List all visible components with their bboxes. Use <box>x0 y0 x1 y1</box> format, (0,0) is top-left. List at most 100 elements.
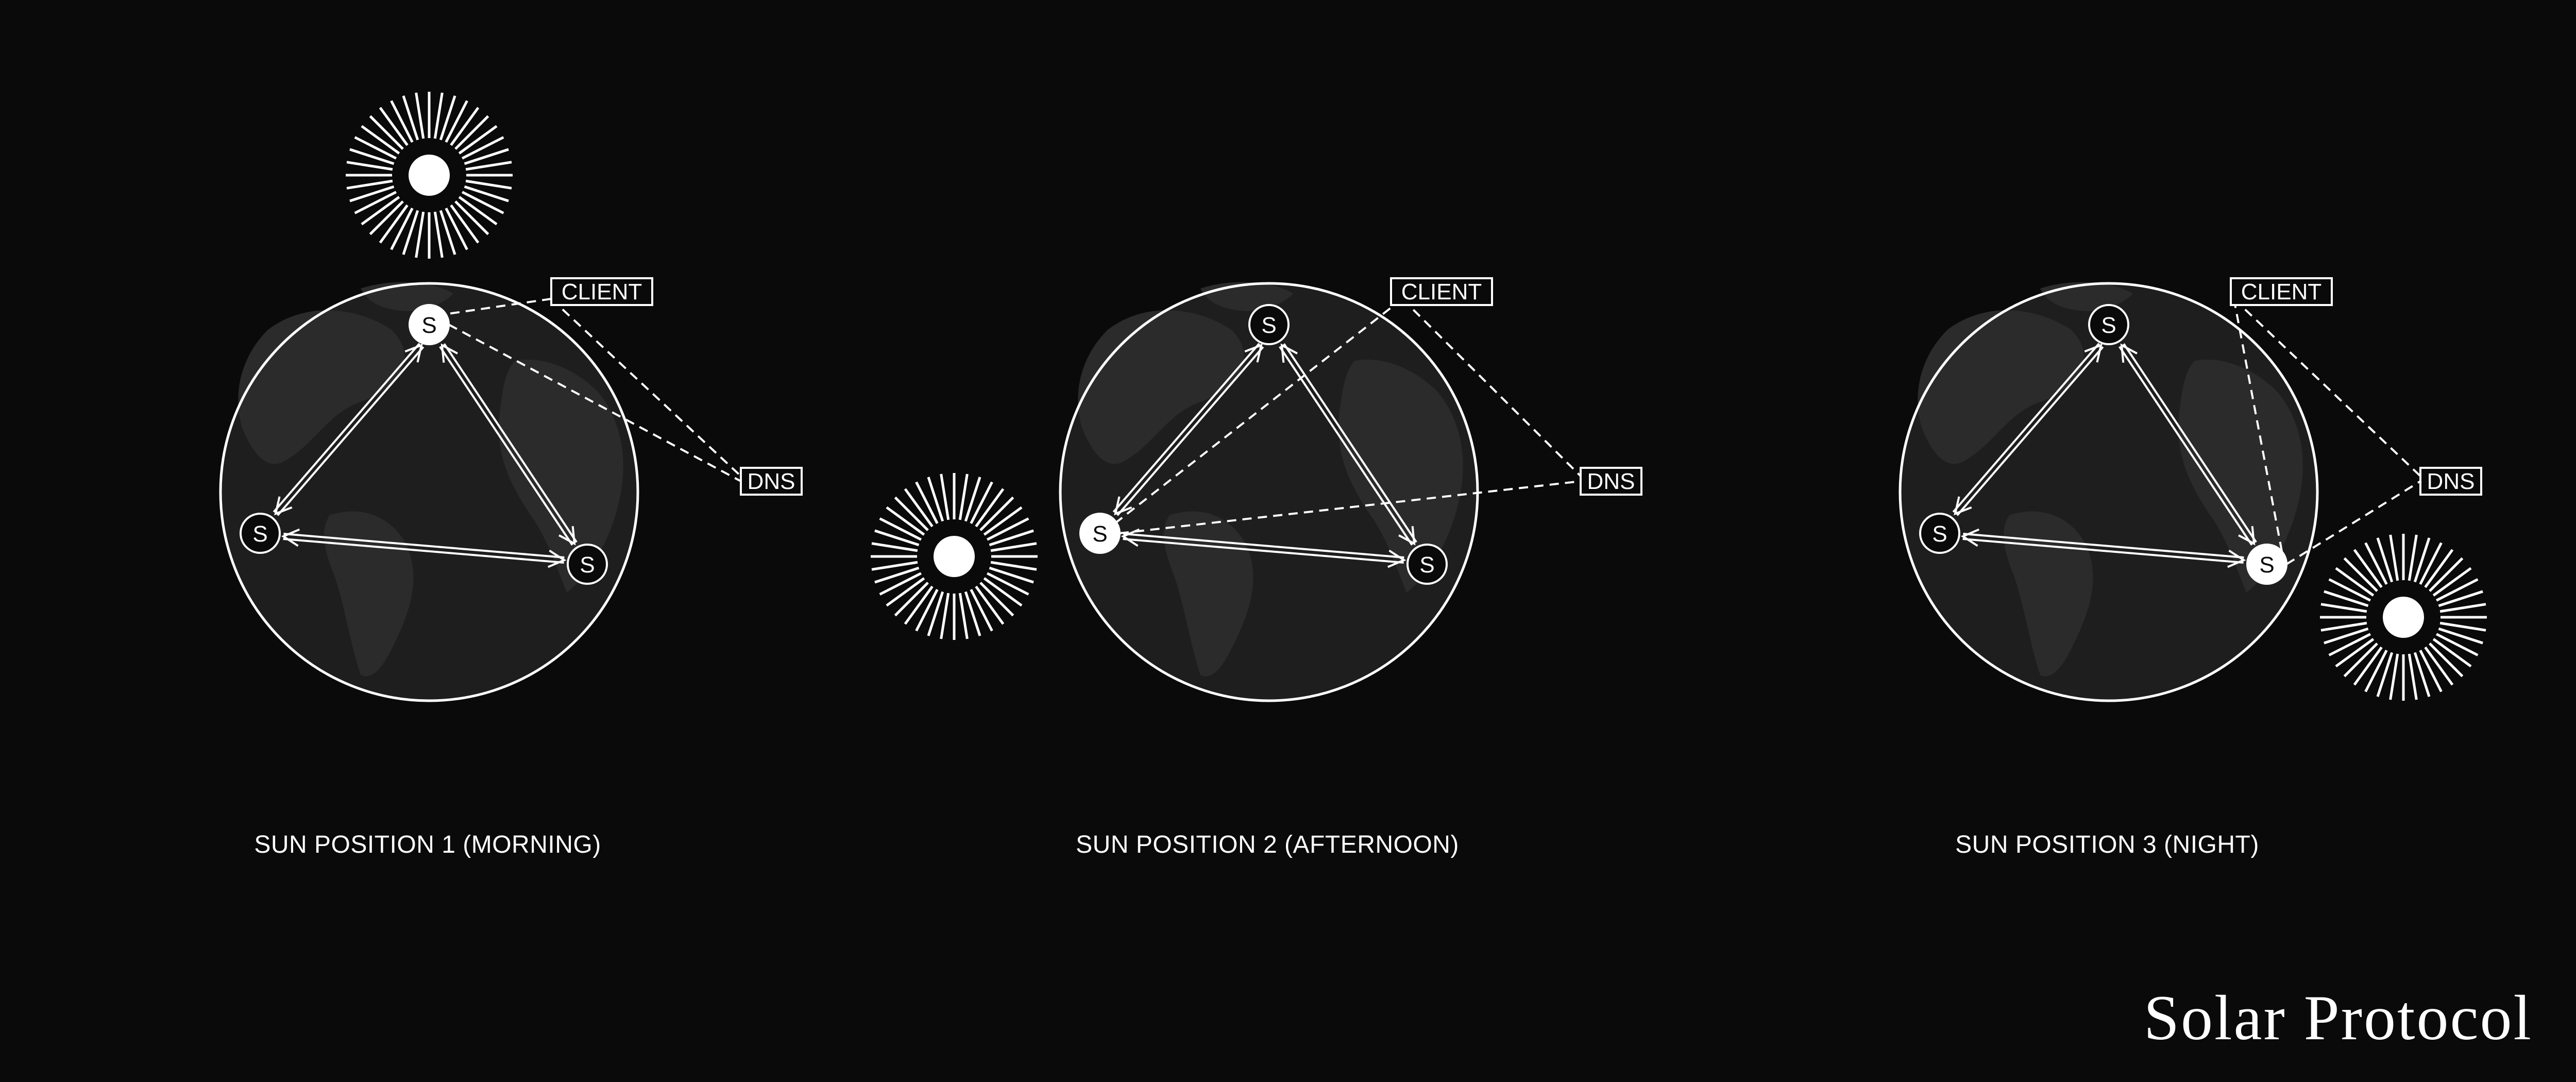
sun-ray <box>439 210 456 255</box>
link-line <box>1112 343 1260 513</box>
link-line <box>443 343 578 543</box>
panel-3-globe <box>1899 282 2319 702</box>
sun-ray <box>927 477 944 522</box>
link-arrowhead <box>1398 526 1416 546</box>
link-left-right <box>1960 528 2246 568</box>
sun-ray <box>346 161 393 171</box>
sun-ray <box>2320 621 2367 632</box>
sun-ray <box>2429 643 2464 678</box>
sun-ray <box>2419 542 2443 585</box>
link-arrowhead <box>404 343 423 363</box>
sun-ray <box>2328 633 2371 656</box>
link-line <box>1952 343 2100 513</box>
client-label-frame <box>2230 277 2333 306</box>
sun-ray <box>2328 578 2371 602</box>
sun-ray <box>462 136 504 160</box>
server-top: S <box>409 304 450 345</box>
server-node <box>2246 544 2287 585</box>
sun-ray <box>2324 627 2369 645</box>
south-america-shape <box>2004 511 2093 677</box>
sun-ray <box>886 506 925 536</box>
server-left: S <box>1079 513 1121 554</box>
sun-ray <box>2436 633 2479 656</box>
dns-to-active-server <box>2285 480 2421 565</box>
sun-ray <box>975 488 1005 528</box>
link-arrowhead <box>1280 343 1298 363</box>
link-line <box>1123 533 1404 559</box>
link-arrowhead <box>1244 343 1263 363</box>
sun-ray <box>940 593 950 639</box>
globe-outline <box>219 282 639 702</box>
sun-ray <box>464 148 509 165</box>
client-to-server <box>444 298 552 315</box>
client-to-dns <box>1401 298 1582 477</box>
panel-2-globe <box>1059 282 1479 702</box>
globe-outline <box>1899 282 2319 702</box>
sun-ray <box>2438 627 2483 645</box>
server-right: S <box>1406 544 1448 585</box>
link-left-right <box>281 528 567 568</box>
link-top-right <box>1279 343 1417 546</box>
sun-ray <box>379 107 409 146</box>
server-top: S <box>1248 304 1290 345</box>
sun-ray <box>871 561 918 571</box>
link-line <box>1283 343 1417 543</box>
sun-ray <box>886 577 925 607</box>
dns-label-frame <box>1580 467 1642 496</box>
server-label: S <box>2101 313 2116 338</box>
sun-ray <box>454 200 489 235</box>
dns-to-active-server <box>1119 480 1581 534</box>
sun-ray <box>879 517 922 541</box>
link-arrowhead <box>547 549 567 568</box>
sun-icon <box>346 92 513 259</box>
sun-ray <box>915 481 939 524</box>
sun-ray <box>465 179 512 190</box>
server-node <box>409 304 450 345</box>
server-node <box>567 544 608 585</box>
link-top-left <box>1952 343 2104 516</box>
sun-ray <box>2408 534 2418 581</box>
link-line <box>1963 533 2244 559</box>
client-to-dns <box>550 298 742 477</box>
sun-ray <box>990 542 1037 552</box>
sun-ray <box>2364 542 2388 585</box>
sun-ray <box>2424 646 2454 686</box>
sun-ray <box>433 92 444 139</box>
server-node <box>1919 513 1960 554</box>
sun-ray <box>458 125 498 155</box>
sun-ray <box>2335 638 2375 668</box>
server-label: S <box>1261 313 1276 338</box>
sun-ray <box>458 196 498 226</box>
dns-to-active-server <box>448 324 741 482</box>
sun-ray <box>2320 603 2367 613</box>
sun-ray <box>2429 557 2464 592</box>
sun-ray <box>349 148 395 165</box>
africa-shape <box>2178 360 2303 593</box>
link-line <box>273 343 420 513</box>
link-arrowhead <box>440 343 458 363</box>
sun-ray <box>2335 567 2375 597</box>
server-node <box>1248 304 1290 345</box>
africa-shape <box>499 360 623 593</box>
dns-label: DNS <box>740 467 803 496</box>
dns-label: DNS <box>2419 467 2482 496</box>
link-top-right <box>439 343 578 546</box>
caption-morning: SUN POSITION 1 (MORNING) <box>254 831 601 858</box>
link-arrowhead <box>2238 526 2256 546</box>
sun-ray <box>402 95 419 141</box>
sun-ray <box>894 582 929 617</box>
link-line <box>1279 346 1413 546</box>
server-label: S <box>2259 552 2274 578</box>
sun-ray <box>958 474 969 520</box>
link-arrowhead <box>2227 549 2246 568</box>
client-label-frame <box>550 277 653 306</box>
caption-night: SUN POSITION 3 (NIGHT) <box>1955 831 2259 858</box>
caption-afternoon: SUN POSITION 2 (AFTERNOON) <box>1076 831 1459 858</box>
sun-ray <box>915 589 939 632</box>
sun-icon <box>2320 534 2487 701</box>
sun-ray <box>958 593 969 639</box>
sun-ray <box>2413 537 2431 583</box>
client-label-text: CLIENT <box>1401 279 1482 305</box>
sun-ray <box>379 204 409 244</box>
